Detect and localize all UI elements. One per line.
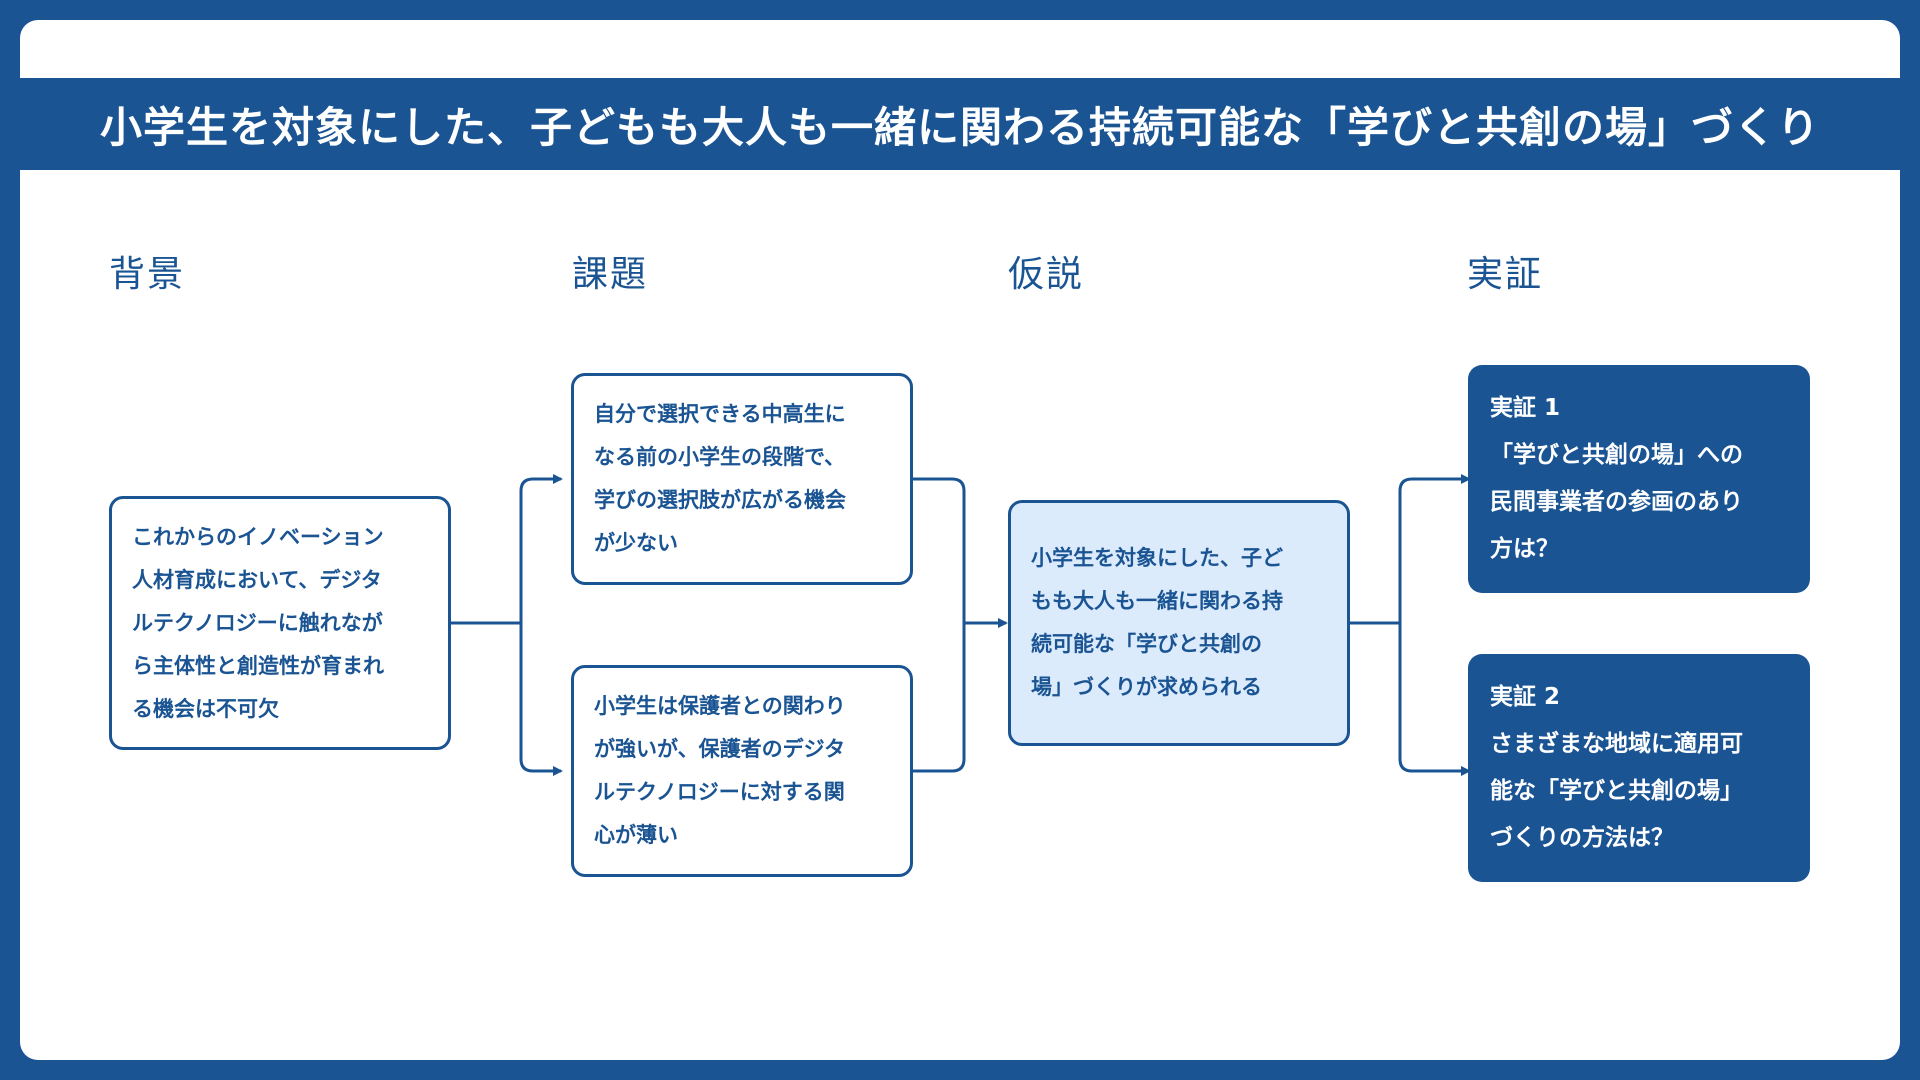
connector-from-issue-1: [912, 477, 966, 623]
connector-to-verify-1: [1398, 474, 1471, 623]
heading-hypothesis: 仮説: [1008, 254, 1085, 295]
title-band: 小学生を対象にした、子どもも大人も一緒に関わる持続可能な「学びと共創の場」づくり: [20, 78, 1900, 170]
issue-text-1: 自分で選択できる中高生に なる前の小学生の段階で、 学びの選択肢が広がる機会 が…: [594, 402, 846, 555]
issue-box-2: 小学生は保護者との関わり が強いが、保護者のデジタ ルテクノロジーに対する関 心…: [571, 665, 913, 877]
background-box: これからのイノベーション 人材育成において、デジタ ルテクノロジーに触れなが ら…: [109, 496, 451, 750]
verification-text-2: 実証 2 さまざまな地域に適用可 能な「学びと共創の場」 づくりの方法は？: [1490, 684, 1743, 851]
heading-verification: 実証: [1467, 254, 1544, 295]
verification-text-1: 実証 1 「学びと共創の場」への 民間事業者の参画のあり 方は？: [1490, 395, 1743, 562]
connector-to-issue-2: [519, 623, 563, 776]
hypothesis-text: 小学生を対象にした、子ど もも大人も一緒に関わる持 続可能な「学びと共創の 場」…: [1031, 546, 1283, 699]
hypothesis-box: 小学生を対象にした、子ど もも大人も一緒に関わる持 続可能な「学びと共創の 場」…: [1008, 500, 1350, 746]
flow-connectors: [450, 474, 1471, 776]
connector-to-verify-2: [1398, 623, 1471, 776]
slide-title: 小学生を対象にした、子どもも大人も一緒に関わる持続可能な「学びと共創の場」づくり: [99, 102, 1820, 152]
heading-background: 背景: [109, 254, 186, 295]
background-text: これからのイノベーション 人材育成において、デジタ ルテクノロジーに触れなが ら…: [132, 524, 384, 721]
verification-box-1: 実証 1 「学びと共創の場」への 民間事業者の参画のあり 方は？: [1468, 365, 1810, 593]
slide-card: 小学生を対象にした、子どもも大人も一緒に関わる持続可能な「学びと共創の場」づくり…: [20, 20, 1900, 1060]
issue-text-2: 小学生は保護者との関わり が強いが、保護者のデジタ ルテクノロジーに対する関 心…: [594, 694, 846, 847]
issue-box-1: 自分で選択できる中高生に なる前の小学生の段階で、 学びの選択肢が広がる機会 が…: [571, 373, 913, 585]
verification-box-2: 実証 2 さまざまな地域に適用可 能な「学びと共創の場」 づくりの方法は？: [1468, 654, 1810, 882]
heading-issues: 課題: [572, 254, 649, 295]
connector-from-issue-2: [912, 623, 966, 773]
connector-to-issue-1: [519, 474, 563, 623]
